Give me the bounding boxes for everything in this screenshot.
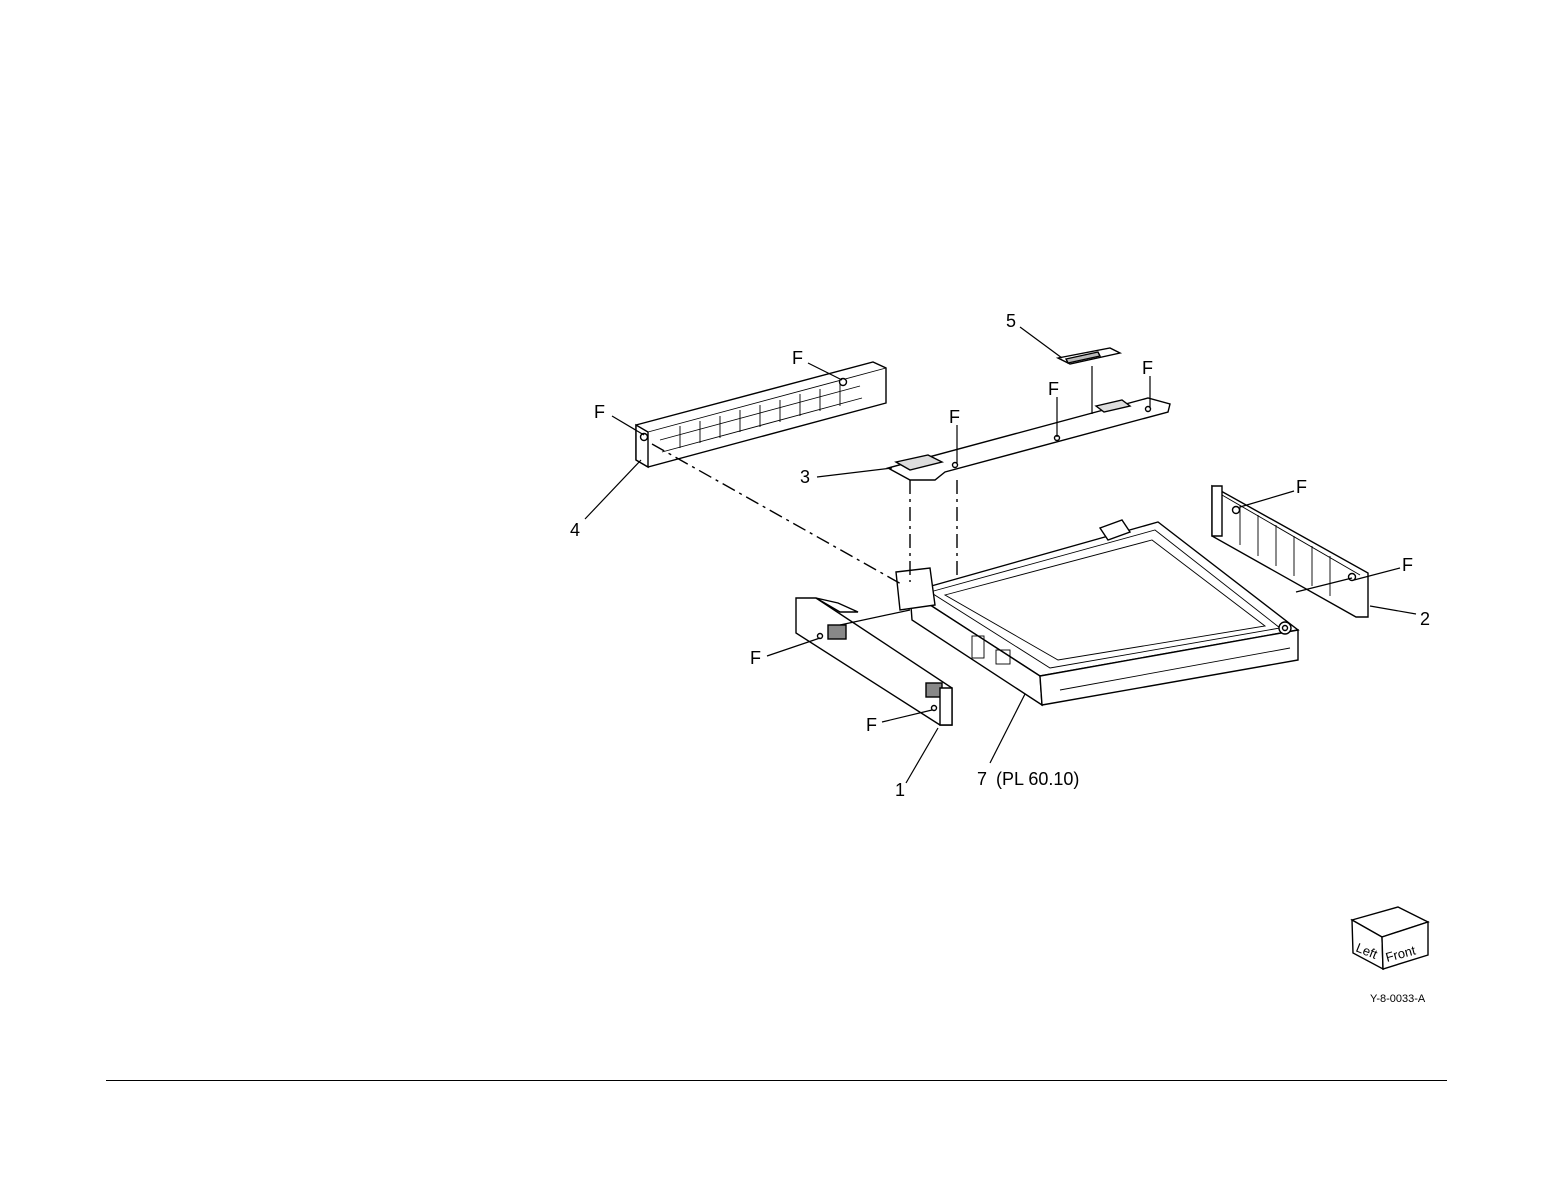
part-4-left-cover — [636, 362, 886, 467]
callout-fastener: F — [1402, 555, 1413, 575]
callout-fastener: F — [750, 648, 761, 668]
callout-fastener: F — [1296, 477, 1307, 497]
callout-part-4: 4 — [570, 520, 580, 540]
callout-fastener: F — [866, 715, 877, 735]
footer-rule — [106, 1080, 1447, 1081]
part-5-bracket — [1058, 348, 1120, 364]
callout-fastener: F — [949, 407, 960, 427]
callout-fastener: F — [1142, 358, 1153, 378]
callout-fastener: F — [792, 348, 803, 368]
figure-id: Y-8-0033-A — [1370, 993, 1426, 1005]
callout-part-7: 7 — [977, 769, 987, 789]
part-3-plate — [888, 398, 1170, 480]
callout-part-5: 5 — [1006, 311, 1016, 331]
callout-part-3: 3 — [800, 467, 810, 487]
callout-part-1: 1 — [895, 780, 905, 800]
callout-fastener: F — [594, 402, 605, 422]
callout-part-7-reference: (PL 60.10) — [996, 769, 1079, 789]
callout-part-2: 2 — [1420, 609, 1430, 629]
callout-fastener: F — [1048, 379, 1059, 399]
alignment-line-part-4 — [652, 444, 903, 585]
orientation-cube: Left Front — [1352, 907, 1428, 969]
